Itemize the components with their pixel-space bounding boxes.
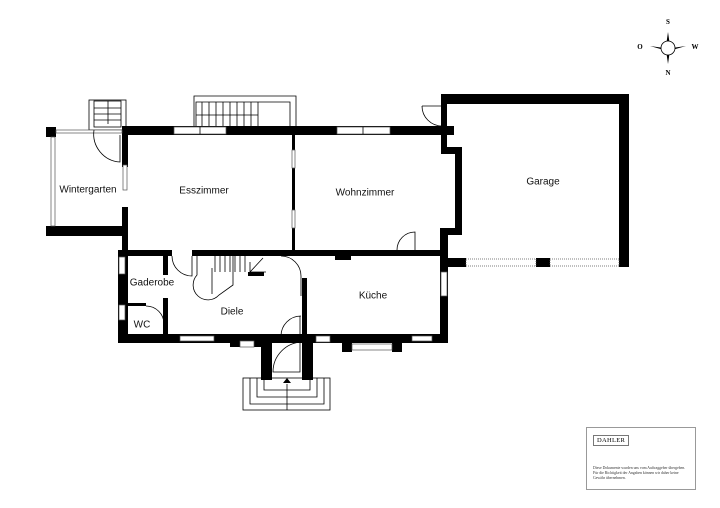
- room-label-kueche: Küche: [358, 290, 388, 302]
- doors: [93, 105, 443, 373]
- room-label-diele: Diele: [220, 306, 244, 318]
- room-label-wc: WC: [133, 319, 151, 331]
- brand-logo: DAHLER: [593, 435, 630, 446]
- compass-label-top: S: [666, 18, 670, 26]
- room-label-esszimmer: Esszimmer: [179, 185, 229, 197]
- compass-label-right: W: [691, 43, 699, 51]
- room-label-gaderobe: Gaderobe: [129, 277, 175, 289]
- disclaimer-text: Diese Dokumente wurden uns vom Auftragge…: [593, 466, 686, 480]
- compass-label-bottom: N: [665, 69, 671, 77]
- outside-stair-top: [193, 95, 297, 126]
- walls: [46, 94, 629, 380]
- room-label-wintergarten: Wintergarten: [59, 184, 117, 196]
- room-label-garage: Garage: [526, 176, 560, 188]
- disclaimer-box: DAHLER Diese Dokumente wurden uns vom Au…: [586, 427, 696, 490]
- interior-stair: [192, 252, 266, 301]
- entry-steps: [242, 377, 331, 411]
- windows: [50, 126, 620, 351]
- compass-label-left: O: [637, 43, 643, 51]
- room-label-wohnzimmer: Wohnzimmer: [335, 187, 395, 199]
- outside-stair-left: [88, 99, 127, 131]
- compass-rose-icon: [650, 32, 686, 64]
